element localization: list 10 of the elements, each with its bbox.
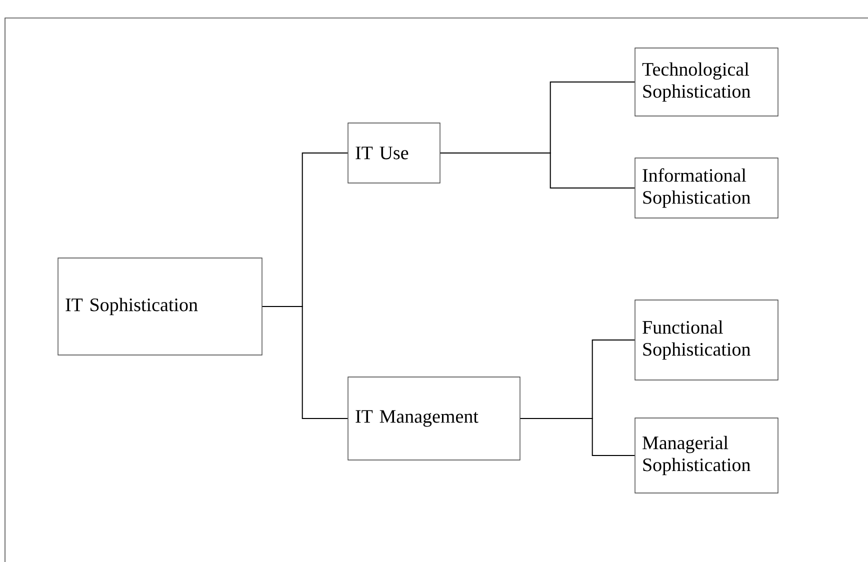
concept-box: Technological Sophistication — [634, 48, 778, 116]
connector-line — [262, 306, 348, 419]
concept-box: Informational Sophistication — [634, 158, 778, 218]
connector-line — [520, 418, 636, 456]
concept-box: Functional Sophistication — [634, 300, 778, 380]
concept-box: IT Sophistication — [58, 258, 262, 356]
connector-line — [440, 152, 636, 188]
concept-box: IT Use — [348, 122, 440, 184]
concept-box: IT Management — [348, 376, 520, 460]
concept-box: Managerial Sophistication — [634, 418, 778, 494]
